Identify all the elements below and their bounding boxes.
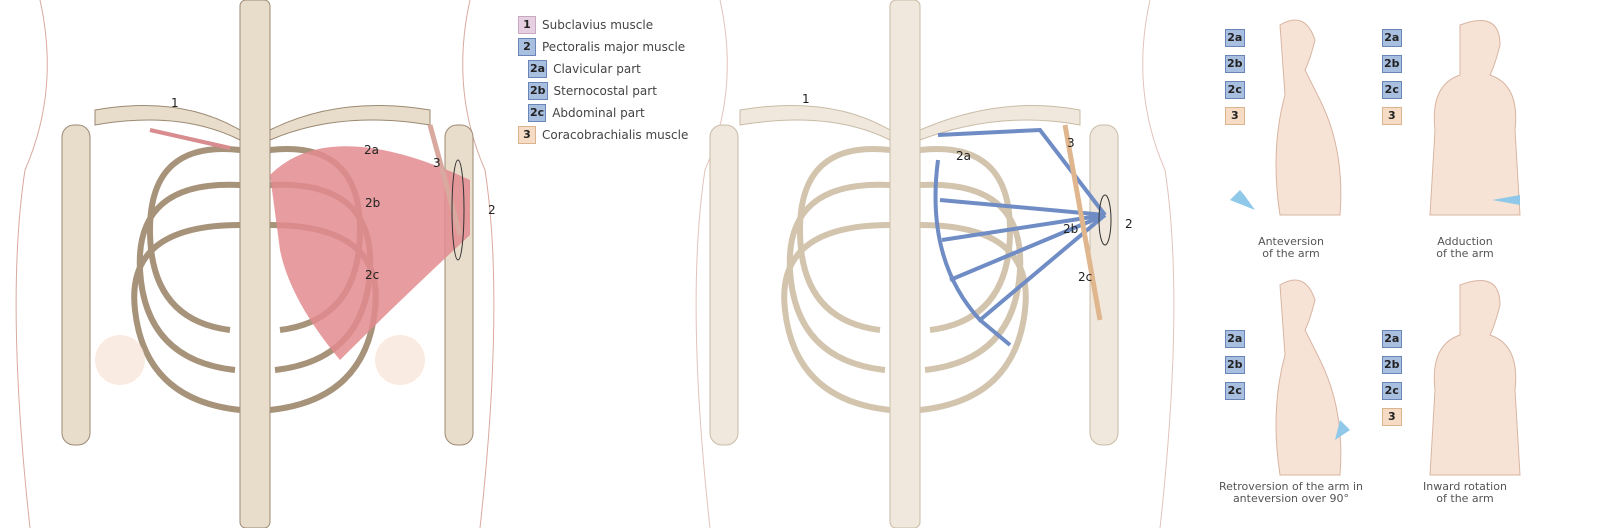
label-2b: 2b <box>365 196 381 210</box>
legend-item: 2a Clavicular part <box>528 58 688 80</box>
caption-line: Anteversion <box>1258 235 1324 248</box>
label-2c: 2c <box>1078 270 1093 284</box>
action-badges: 2a 2b 2c 3 <box>1382 330 1408 426</box>
label-3: 3 <box>433 156 441 170</box>
label-2: 2 <box>488 203 496 217</box>
pectoralis-major-muscle <box>270 146 470 360</box>
anatomy-figure-muscles <box>15 0 495 528</box>
legend-item: 3 Coracobrachialis muscle <box>518 124 688 146</box>
badge: 3 <box>1382 107 1402 125</box>
legend-label: Subclavius muscle <box>542 18 654 32</box>
caption-line: of the arm <box>1436 492 1494 505</box>
label-2a: 2a <box>956 149 971 163</box>
legend-label: Coracobrachialis muscle <box>542 128 689 142</box>
badge: 2a <box>528 60 548 78</box>
badge: 2c <box>1382 81 1402 99</box>
badge: 1 <box>518 16 536 34</box>
badge: 3 <box>1225 107 1245 125</box>
badge: 2a <box>1225 330 1245 348</box>
caption-line: Retroversion of the arm in <box>1219 480 1363 493</box>
caption-line: Inward rotation <box>1423 480 1507 493</box>
badge: 2 <box>518 38 536 56</box>
caption-line: of the arm <box>1262 247 1320 260</box>
badge: 2c <box>1225 81 1245 99</box>
badge: 3 <box>1382 408 1402 426</box>
badge: 2c <box>1225 382 1245 400</box>
caption-line: anteversion over 90° <box>1232 492 1350 505</box>
label-3: 3 <box>1067 136 1075 150</box>
badge: 2c <box>1382 382 1402 400</box>
label-2: 2 <box>1125 217 1133 231</box>
label-1: 1 <box>171 96 179 110</box>
badge: 2a <box>1382 330 1402 348</box>
badge: 2b <box>528 82 548 100</box>
badge: 2b <box>1225 55 1245 73</box>
badge: 3 <box>518 126 536 144</box>
legend-item: 2b Sternocostal part <box>528 80 688 102</box>
legend: 1 Subclavius muscle 2 Pectoralis major mus… <box>518 14 688 146</box>
label-2a: 2a <box>364 143 379 157</box>
pectoralis-major-schematic <box>933 127 1107 347</box>
badge: 2b <box>1382 356 1402 374</box>
legend-item: 2 Pectoralis major muscle <box>518 36 688 58</box>
legend-label: Abdominal part <box>552 106 645 120</box>
legend-label: Clavicular part <box>553 62 641 76</box>
label-2c: 2c <box>365 268 380 282</box>
badge: 2a <box>1382 29 1402 47</box>
label-1: 1 <box>802 92 810 106</box>
legend-item: 1 Subclavius muscle <box>518 14 688 36</box>
legend-item: 2c Abdominal part <box>528 102 688 124</box>
action-badges: 2a 2b 2c 3 <box>1382 29 1408 125</box>
anatomy-figure-schematic <box>695 0 1175 528</box>
action-figures <box>1230 19 1521 476</box>
badge: 2a <box>1225 29 1245 47</box>
action-badges: 2a 2b 2c 3 <box>1225 29 1251 125</box>
badge: 2b <box>1225 356 1245 374</box>
badge: 2c <box>528 104 547 122</box>
label-2b: 2b <box>1063 222 1079 236</box>
caption-line: Adduction <box>1437 235 1493 248</box>
legend-label: Sternocostal part <box>553 84 657 98</box>
action-badges: 2a 2b 2c <box>1225 330 1251 400</box>
legend-label: Pectoralis major muscle <box>542 40 686 54</box>
badge: 2b <box>1382 55 1402 73</box>
caption-line: of the arm <box>1436 247 1494 260</box>
